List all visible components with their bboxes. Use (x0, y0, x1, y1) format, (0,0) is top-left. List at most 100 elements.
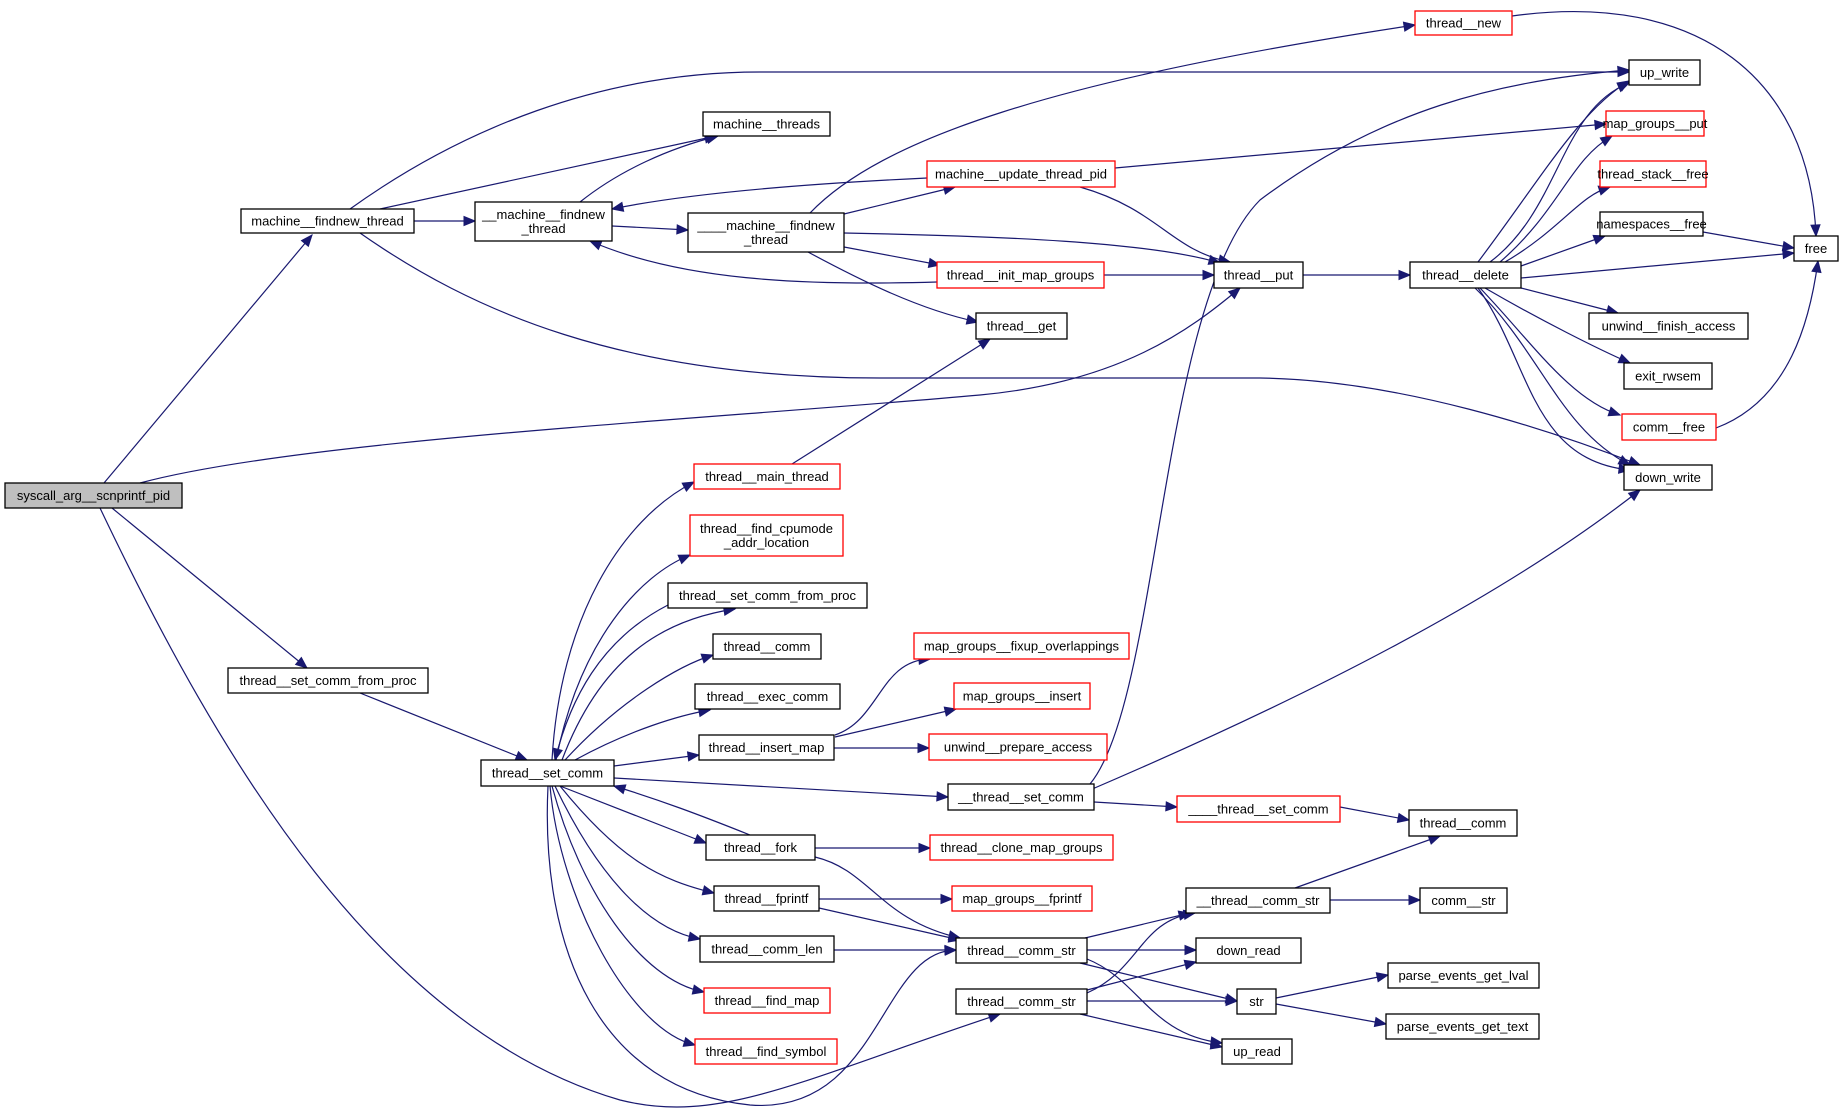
node-box[interactable] (474, 201, 613, 242)
node-box[interactable] (694, 683, 841, 710)
node-box[interactable] (929, 834, 1114, 861)
node-box[interactable] (947, 783, 1095, 811)
node-box[interactable] (693, 463, 841, 490)
node-str[interactable]: str (1236, 988, 1277, 1015)
node-down-write[interactable]: down_write (1623, 464, 1713, 491)
node-unwind-prepare-access[interactable]: unwind__prepare_access (928, 733, 1108, 761)
node-thread-find-symbol[interactable]: thread__find_symbol (694, 1038, 838, 1065)
node-box[interactable] (227, 667, 429, 694)
node-thread-find-map[interactable]: thread__find_map (703, 987, 831, 1014)
node-thread-comm-str-a[interactable]: thread__comm_str (955, 937, 1088, 964)
node-namespaces-free[interactable]: namespaces__free (1596, 211, 1707, 237)
node-box[interactable] (1409, 261, 1522, 289)
node-box[interactable] (1213, 261, 1304, 289)
node-box[interactable] (713, 885, 820, 912)
node-box[interactable] (1236, 988, 1277, 1015)
node-thread-delete[interactable]: thread__delete (1409, 261, 1522, 289)
node-box[interactable] (1414, 10, 1513, 36)
node-thread-find-cpumode-addr-location[interactable]: thread__find_cpumode_addr_location (689, 514, 844, 557)
node-uuthread-comm-str[interactable]: __thread__comm_str (1185, 887, 1331, 914)
node-box[interactable] (705, 834, 816, 861)
node-thread-put[interactable]: thread__put (1213, 261, 1304, 289)
node-free[interactable]: free (1793, 235, 1839, 262)
node-parse-events-get-text[interactable]: parse_events_get_text (1385, 1013, 1540, 1040)
node-thread-comm-len[interactable]: thread__comm_len (699, 935, 835, 963)
node-thread-get[interactable]: thread__get (975, 312, 1068, 340)
node-box[interactable] (712, 633, 822, 660)
node-thread-set-comm-from-proc-r[interactable]: thread__set_comm_from_proc (667, 582, 868, 609)
node-box[interactable] (1176, 795, 1341, 823)
node-map-groups-fprintf[interactable]: map_groups__fprintf (951, 885, 1093, 912)
node-thread-fprintf[interactable]: thread__fprintf (713, 885, 820, 912)
node-box[interactable] (687, 212, 845, 253)
node-map-groups-put[interactable]: map_groups__put (1603, 110, 1708, 137)
node-box[interactable] (1385, 1013, 1540, 1040)
node-uuuuthread-set-comm[interactable]: ____thread__set_comm (1176, 795, 1341, 823)
node-thread-fork[interactable]: thread__fork (705, 834, 816, 861)
node-box[interactable] (975, 312, 1068, 340)
node-thread-init-map-groups[interactable]: thread__init_map_groups (936, 261, 1105, 289)
node-box[interactable] (913, 632, 1130, 660)
node-box[interactable] (702, 111, 831, 137)
node-box[interactable] (1599, 211, 1704, 237)
node-thread-comm-a[interactable]: thread__comm (712, 633, 822, 660)
node-thread-comm-str-b[interactable]: thread__comm_str (955, 988, 1088, 1015)
node-thread-clone-map-groups[interactable]: thread__clone_map_groups (929, 834, 1114, 861)
node-parse-events-get-lval[interactable]: parse_events_get_lval (1387, 962, 1540, 989)
node-box[interactable] (1221, 1038, 1293, 1065)
node-uuthread-set-comm[interactable]: __thread__set_comm (947, 783, 1095, 811)
node-box[interactable] (4, 482, 183, 509)
node-box[interactable] (1588, 312, 1749, 340)
node-box[interactable] (928, 733, 1108, 761)
node-box[interactable] (480, 759, 615, 787)
node-box[interactable] (699, 935, 835, 963)
node-box[interactable] (936, 261, 1105, 289)
node-thread-set-comm-from-proc-l[interactable]: thread__set_comm_from_proc (227, 667, 429, 694)
node-up-read[interactable]: up_read (1221, 1038, 1293, 1065)
node-thread-exec-comm[interactable]: thread__exec_comm (694, 683, 841, 710)
node-uumachine-findnew-thread[interactable]: __machine__findnew_thread (474, 201, 613, 242)
node-thread-insert-map[interactable]: thread__insert_map (698, 734, 835, 761)
node-map-groups-insert[interactable]: map_groups__insert (953, 682, 1091, 710)
node-box[interactable] (1605, 110, 1705, 137)
node-box[interactable] (926, 160, 1116, 188)
node-down-read[interactable]: down_read (1195, 937, 1302, 964)
node-syscall-arg-scnprintf-pid[interactable]: syscall_arg__scnprintf_pid (4, 482, 183, 509)
node-thread-set-comm[interactable]: thread__set_comm (480, 759, 615, 787)
node-unwind-finish-access[interactable]: unwind__finish_access (1588, 312, 1749, 340)
node-exit-rwsem[interactable]: exit_rwsem (1623, 362, 1713, 390)
node-machine-update-thread-pid[interactable]: machine__update_thread_pid (926, 160, 1116, 188)
node-box[interactable] (1599, 160, 1707, 188)
node-box[interactable] (240, 208, 415, 234)
node-box[interactable] (689, 514, 844, 557)
node-box[interactable] (955, 988, 1088, 1015)
node-box[interactable] (1623, 464, 1713, 491)
node-box[interactable] (1408, 809, 1518, 837)
node-comm-str[interactable]: comm__str (1419, 887, 1508, 914)
node-box[interactable] (1419, 887, 1508, 914)
node-comm-free[interactable]: comm__free (1621, 413, 1717, 441)
node-box[interactable] (703, 987, 831, 1014)
node-box[interactable] (951, 885, 1093, 912)
node-box[interactable] (953, 682, 1091, 710)
node-box[interactable] (1185, 887, 1331, 914)
node-box[interactable] (694, 1038, 838, 1065)
node-uuuumachine-findnew-thread[interactable]: ____machine__findnew_thread (687, 212, 845, 253)
node-thread-new[interactable]: thread__new (1414, 10, 1513, 36)
node-machine-threads[interactable]: machine__threads (702, 111, 831, 137)
node-thread-comm-b[interactable]: thread__comm (1408, 809, 1518, 837)
node-box[interactable] (1621, 413, 1717, 441)
node-up-write[interactable]: up_write (1628, 59, 1701, 86)
node-box[interactable] (1628, 59, 1701, 86)
node-box[interactable] (667, 582, 868, 609)
node-box[interactable] (698, 734, 835, 761)
node-map-groups-fixup-overlappings[interactable]: map_groups__fixup_overlappings (913, 632, 1130, 660)
node-thread-stack-free[interactable]: thread_stack__free (1597, 160, 1709, 188)
node-box[interactable] (1793, 235, 1839, 262)
node-box[interactable] (955, 937, 1088, 964)
node-box[interactable] (1195, 937, 1302, 964)
node-box[interactable] (1387, 962, 1540, 989)
node-machine-findnew-thread[interactable]: machine__findnew_thread (240, 208, 415, 234)
node-box[interactable] (1623, 362, 1713, 390)
node-thread-main-thread[interactable]: thread__main_thread (693, 463, 841, 490)
